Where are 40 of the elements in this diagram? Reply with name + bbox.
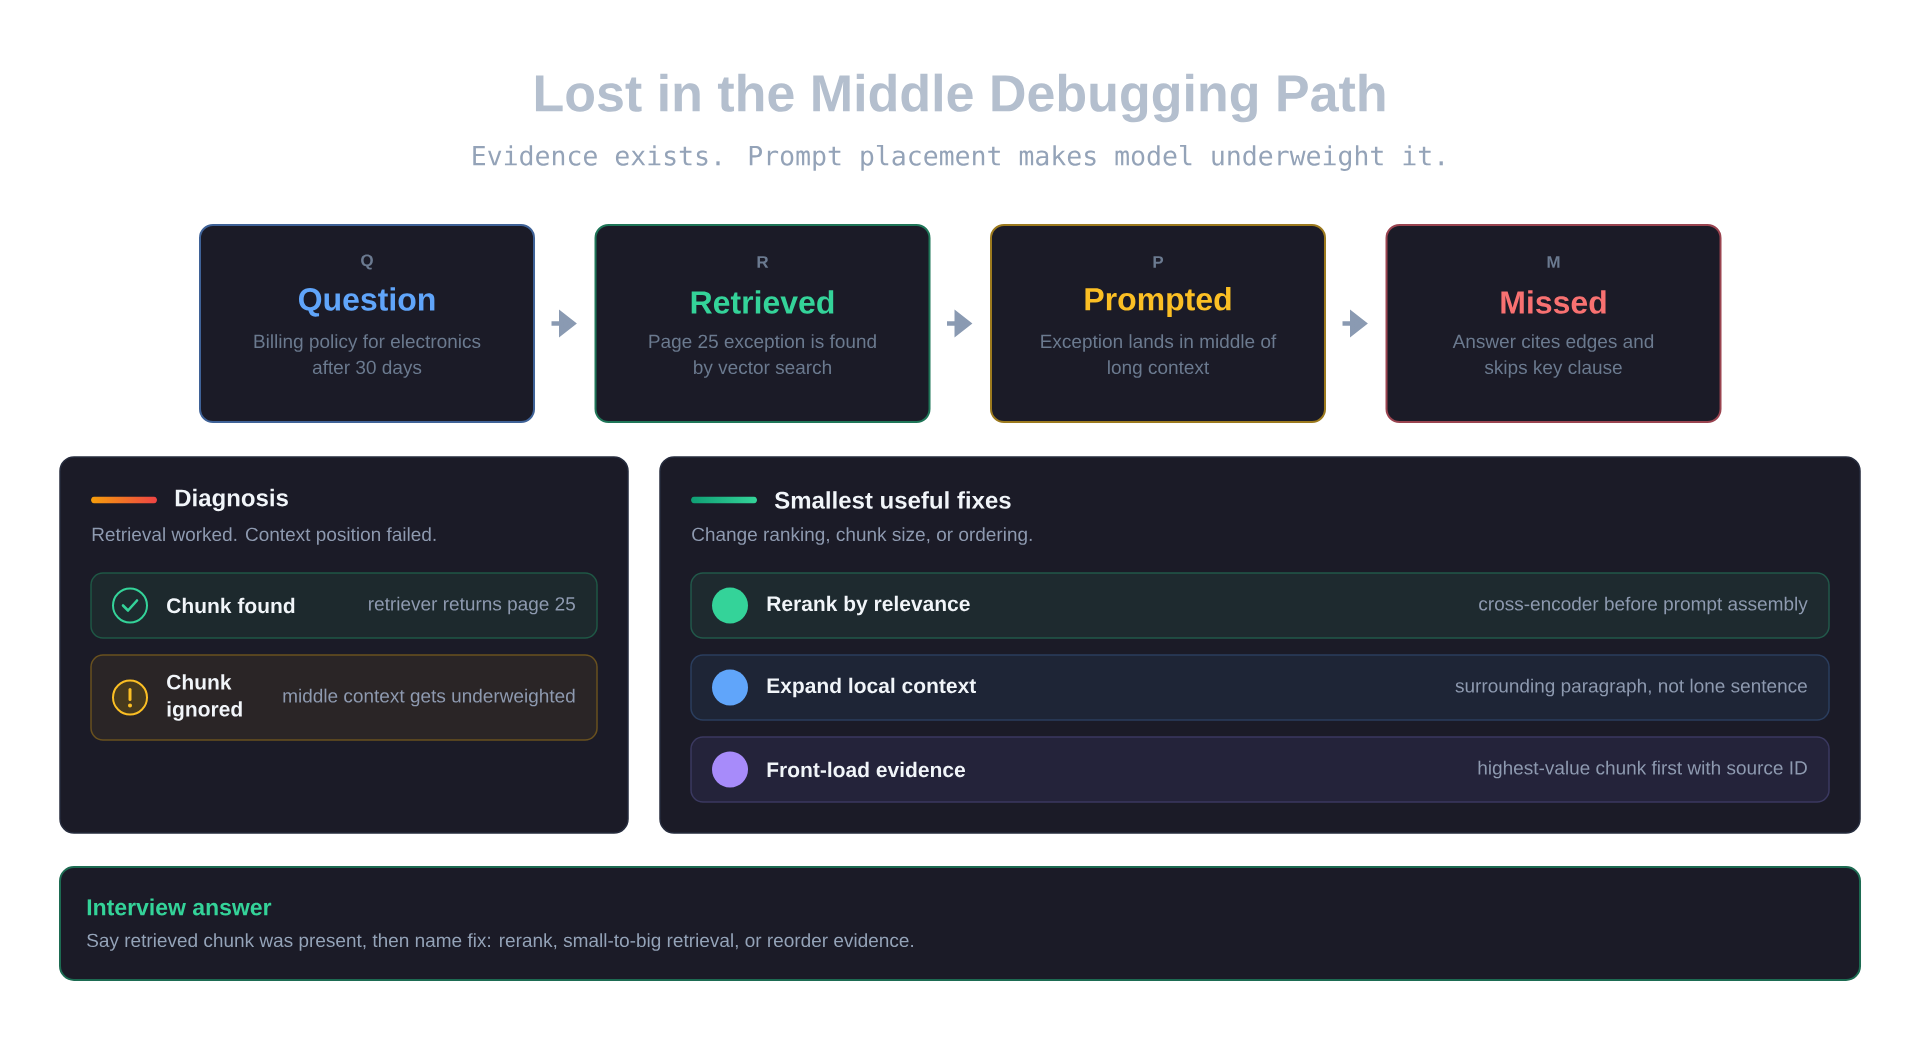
- item-row: [690, 572, 1830, 639]
- step-card: [1385, 224, 1722, 423]
- panel-heading: Interview answer: [87, 898, 272, 916]
- row-title: Front-load evidence: [767, 761, 965, 778]
- step-letter: R: [757, 256, 769, 268]
- item-row: [90, 654, 598, 741]
- answer-text: Say retrieved chunk was present, then name fix: rerank, small-to-big retrieval, or reorder evidence.: [87, 933, 913, 951]
- row-description: retriever returns page 25: [369, 596, 575, 615]
- row-description: cross-encoder before prompt assembly: [1479, 596, 1808, 615]
- title: Lost in the Middle Debugging Path: [535, 73, 1385, 123]
- step-letter: Q: [361, 254, 373, 270]
- row-description: highest-value chunk first with source ID: [1478, 760, 1807, 779]
- item-row: [90, 572, 598, 639]
- step-title: Question: [299, 287, 435, 317]
- step-card: [990, 224, 1326, 423]
- row-description: surrounding paragraph, not lone sentence: [1455, 678, 1807, 697]
- row-title: Rerank by relevance: [767, 595, 970, 616]
- panel-heading: Diagnosis: [175, 488, 288, 512]
- subtitle: Evidence exists. Prompt placement makes model underweight it.: [473, 145, 1443, 171]
- panel: [59, 866, 1861, 981]
- step-title: Prompted: [1085, 287, 1231, 317]
- panel-subtitle: Retrieval worked. Context position failed.: [92, 527, 436, 545]
- step-title: Retrieved: [691, 290, 834, 314]
- row-description: middle context gets underweighted: [283, 688, 575, 707]
- step-description: Page 25 exception is found by vector search: [649, 334, 876, 378]
- step-letter: M: [1547, 256, 1560, 268]
- row-title: Chunk found: [167, 597, 295, 614]
- step-description: Answer cites edges and skips key clause: [1452, 334, 1654, 378]
- step-description: Billing policy for electronics after 30 days: [254, 334, 481, 378]
- step-card: [199, 224, 535, 423]
- step-letter: P: [1153, 256, 1164, 268]
- panel-heading: Smallest useful fixes: [774, 491, 1011, 509]
- step-title: Missed: [1501, 290, 1606, 314]
- panel-subtitle: Change ranking, chunk size, or ordering.: [692, 527, 1032, 545]
- step-card: [594, 224, 931, 423]
- item-row: [690, 654, 1830, 721]
- step-description: Exception lands in middle of long context: [1041, 334, 1277, 378]
- row-title: Expand local context: [767, 677, 976, 698]
- row-title: Chunk ignored: [167, 674, 242, 721]
- item-row: [690, 736, 1830, 803]
